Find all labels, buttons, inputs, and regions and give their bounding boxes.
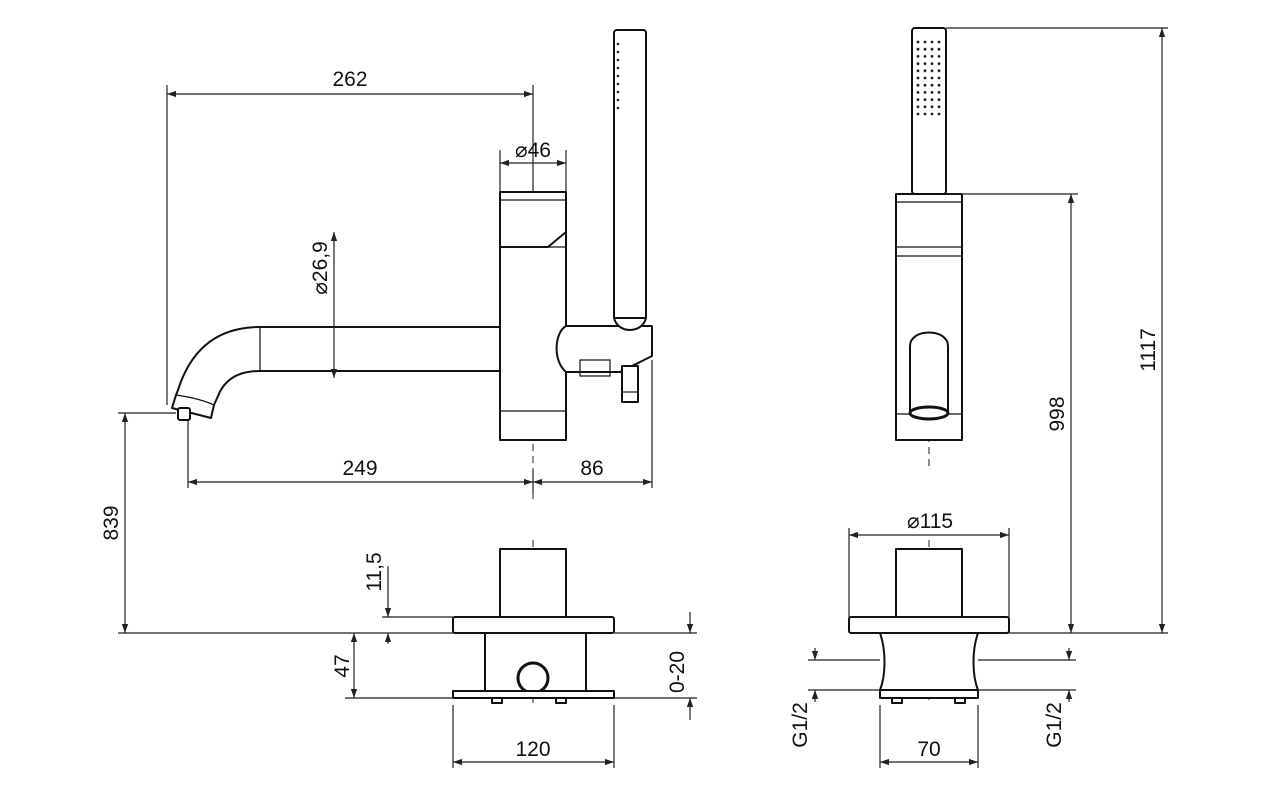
nozzle-dot — [930, 40, 934, 44]
nozzle-dot — [916, 76, 920, 80]
nozzle-dot — [930, 62, 934, 65]
nozzle-dot — [916, 47, 920, 51]
nozzle-dot — [930, 76, 934, 80]
nozzle-dot — [916, 55, 920, 58]
dim-spout-reach: 249 — [342, 457, 377, 480]
top-cylinder — [499, 548, 567, 618]
nozzle-dot — [923, 98, 927, 101]
shower-nozzles — [616, 42, 620, 110]
dim-thread-left: G1/2 — [789, 702, 812, 748]
dim-base-width: 120 — [515, 738, 550, 761]
nozzle-dot — [916, 62, 920, 65]
dim-body-diameter: ⌀46 — [515, 139, 551, 162]
dim-total-height: 1117 — [1137, 328, 1160, 372]
nozzle-dot — [923, 83, 927, 87]
nozzle-dot — [923, 105, 927, 109]
nozzle-dot — [916, 40, 920, 44]
spout — [171, 326, 501, 419]
base-plate-side — [879, 689, 979, 699]
flange-side — [848, 616, 1010, 634]
flange — [452, 616, 615, 634]
hose-connector — [621, 365, 639, 403]
nozzle-dot — [923, 69, 927, 73]
dim-spout-reach-total: 262 — [332, 68, 367, 91]
base-plate — [452, 690, 615, 699]
nozzle-dot — [930, 55, 934, 58]
spout-outlet — [909, 331, 949, 415]
nozzle-dot — [923, 76, 927, 80]
nozzle-dot — [930, 105, 934, 109]
nozzle-dot — [930, 47, 934, 51]
dim-body-height: 998 — [1046, 396, 1069, 431]
mounting-body-side — [879, 632, 979, 691]
dim-base-diameter: ⌀115 — [907, 510, 953, 533]
shower-nozzle-grid — [916, 40, 941, 116]
hand-shower-side — [911, 27, 947, 195]
nozzle-dot — [930, 69, 934, 73]
nozzle-dot — [923, 40, 927, 44]
nozzle-dot — [916, 105, 920, 109]
dim-base-width-side: 70 — [917, 738, 940, 761]
nozzle-dot — [937, 55, 941, 58]
nozzle-dot — [916, 112, 920, 116]
nozzle-dot — [916, 91, 920, 94]
nozzle-dot — [937, 91, 941, 94]
side-view: ⌀115 998 1117 G1/2 G1/2 70 — [789, 27, 1168, 768]
nozzle-dot — [930, 83, 934, 87]
dim-handshower-offset: 86 — [580, 457, 603, 480]
aerator — [177, 407, 191, 421]
nozzle-dot — [937, 98, 941, 101]
nozzle-dot — [937, 69, 941, 73]
nozzle-dot — [937, 62, 941, 65]
nozzle-dot — [923, 62, 927, 65]
nozzle-dot — [923, 112, 927, 116]
dim-thread-right: G1/2 — [1043, 702, 1066, 748]
aerator-side — [908, 405, 950, 421]
nozzle-dot — [923, 47, 927, 51]
dim-adjustment: 0-20 — [666, 651, 689, 693]
top-cylinder-side — [895, 548, 963, 618]
nozzle-dot — [923, 55, 927, 58]
nozzle-dot — [937, 112, 941, 116]
nozzle-dot — [937, 76, 941, 80]
nozzle-dot — [916, 83, 920, 87]
dim-outlet-height: 839 — [100, 505, 123, 540]
nozzle-dot — [930, 112, 934, 116]
front-view: 262 ⌀46 ⌀26,9 249 86 839 11,5 47 — [100, 29, 697, 768]
nozzle-dot — [930, 98, 934, 101]
nozzle-dot — [930, 91, 934, 94]
connection-port — [516, 661, 550, 695]
nozzle-dot — [923, 91, 927, 94]
lever-handle — [499, 191, 567, 248]
nozzle-dot — [937, 40, 941, 44]
dim-base-depth: 47 — [331, 654, 354, 677]
hand-shower — [613, 29, 647, 321]
dim-spout-diameter: ⌀26,9 — [309, 241, 332, 295]
nozzle-dot — [937, 105, 941, 109]
nozzle-dot — [916, 69, 920, 73]
nozzle-dot — [937, 47, 941, 51]
nozzle-dot — [916, 98, 920, 101]
dim-flange-thickness: 11,5 — [363, 552, 386, 591]
nozzle-dot — [937, 83, 941, 87]
